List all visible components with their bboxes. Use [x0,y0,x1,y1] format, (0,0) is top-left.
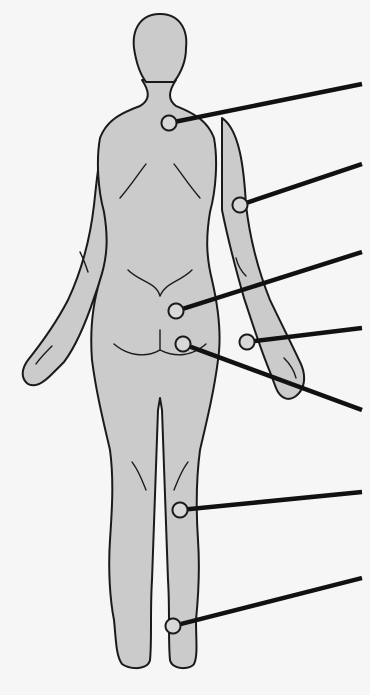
elbow-marker [240,335,255,350]
ankle-marker [166,619,181,634]
torso-and-legs [91,80,219,668]
upper-arm-marker [233,198,248,213]
knee-leader-line [180,492,362,510]
right-arm [222,118,304,399]
lower-back-marker [169,304,184,319]
head [134,14,187,82]
neck-leader-line [169,84,362,123]
neck-marker [162,116,177,131]
buttock-marker [176,337,191,352]
knee-marker [173,503,188,518]
upper-arm-leader-line [240,164,362,205]
ankle-leader-line [173,578,362,626]
